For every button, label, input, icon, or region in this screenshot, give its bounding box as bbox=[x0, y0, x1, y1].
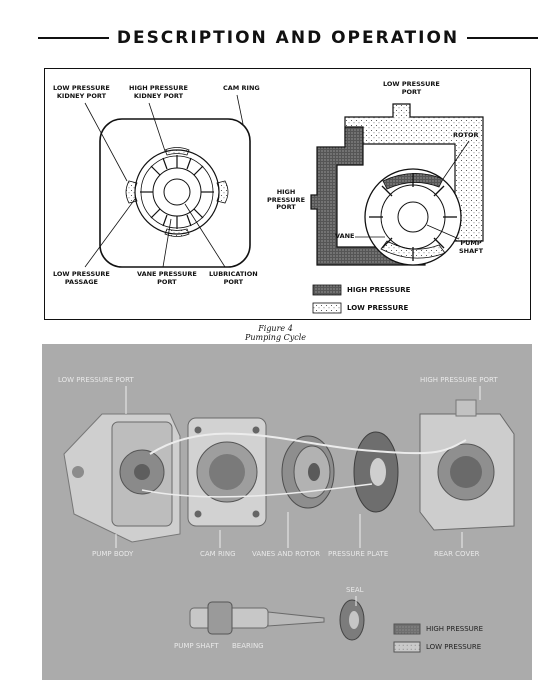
photo-legend-high-swatch bbox=[393, 623, 421, 635]
photo-label-bearing: BEARING bbox=[232, 642, 264, 650]
pressure-plate-part bbox=[353, 431, 399, 513]
photo-label-low-pressure-port: LOW PRESSURE PORT bbox=[58, 376, 134, 384]
exploded-view-photo: LOW PRESSURE PORT HIGH PRESSURE PORT PUM… bbox=[42, 344, 532, 680]
photo-label-high-pressure-port: HIGH PRESSURE PORT bbox=[420, 376, 498, 384]
section-title: DESCRIPTION AND OPERATION bbox=[116, 28, 460, 48]
label-vane: VANE bbox=[335, 232, 355, 240]
photo-label-pump-shaft: PUMP SHAFT bbox=[174, 642, 219, 650]
photo-label-cam-ring: CAM RING bbox=[200, 550, 236, 558]
legend-low-label: LOW PRESSURE bbox=[347, 304, 409, 312]
cam-ring-housing bbox=[99, 118, 251, 268]
rear-cover-part bbox=[419, 399, 515, 531]
figure-title: Pumping Cycle bbox=[244, 333, 307, 342]
photo-legend-low-label: LOW PRESSURE bbox=[426, 643, 482, 651]
photo-legend-high-label: HIGH PRESSURE bbox=[426, 625, 484, 633]
cam-ring-part bbox=[187, 417, 267, 527]
legend-high-swatch bbox=[312, 284, 342, 296]
photo-label-vanes-and-rotor: VANES AND ROTOR bbox=[252, 550, 321, 558]
seal-part bbox=[339, 599, 365, 641]
section-heading: DESCRIPTION AND OPERATION bbox=[38, 26, 538, 50]
photo-label-pump-body: PUMP BODY bbox=[92, 550, 134, 558]
photo-legend-low-swatch bbox=[393, 641, 421, 653]
pump-schematic bbox=[310, 103, 484, 266]
photo-label-rear-cover: REAR COVER bbox=[434, 550, 480, 558]
left-leader-lines bbox=[84, 94, 244, 268]
photo-artwork bbox=[42, 344, 532, 680]
photo-label-pressure-plate: PRESSURE PLATE bbox=[328, 550, 389, 558]
figure-number: Figure 4 bbox=[258, 324, 293, 333]
photo-label-seal: SEAL bbox=[346, 586, 364, 594]
vanes-and-rotor-part bbox=[281, 435, 335, 509]
pump-body-part bbox=[63, 413, 181, 543]
heading-rule-left bbox=[38, 37, 109, 39]
label-cam-ring: CAM RING bbox=[223, 84, 260, 92]
heading-rule-right bbox=[467, 37, 538, 39]
legend-high-label: HIGH PRESSURE bbox=[347, 286, 411, 294]
legend-low-swatch bbox=[312, 302, 342, 314]
photo-leader-lines bbox=[115, 386, 481, 606]
right-leader-lines bbox=[355, 140, 470, 240]
label-rotor: ROTOR bbox=[453, 131, 479, 139]
pump-shaft-part bbox=[189, 601, 325, 635]
diagram-artwork bbox=[84, 94, 484, 314]
